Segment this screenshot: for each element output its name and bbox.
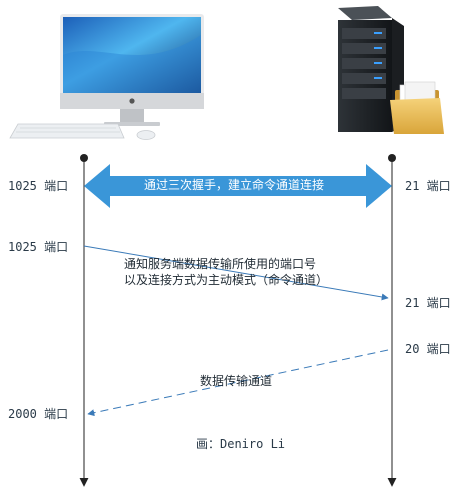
server-icon (338, 6, 404, 132)
computer-icon (9, 14, 204, 140)
notify-arrow (83, 245, 389, 301)
credit-text: 画：Deniro Li (196, 437, 286, 451)
handshake-text: 通过三次握手，建立命令通道连接 (144, 178, 325, 192)
right-port-label-2: 21 端口 (405, 296, 451, 310)
left-port-label-1: 1025 端口 (8, 179, 69, 193)
notify-text-line-1: 通知服务端数据传输所使用的端口号 (124, 257, 317, 271)
right-port-label-1: 21 端口 (405, 179, 451, 193)
data-channel-text: 数据传输通道 (200, 374, 273, 388)
left-port-label-3: 2000 端口 (8, 407, 69, 421)
notify-text-line-2: 以及连接方式为主动模式（命令通道） (124, 273, 329, 287)
right-port-label-3: 20 端口 (405, 342, 451, 356)
left-port-label-2: 1025 端口 (8, 240, 69, 254)
handshake-double-arrow (84, 164, 392, 208)
folder-icon (390, 81, 444, 134)
